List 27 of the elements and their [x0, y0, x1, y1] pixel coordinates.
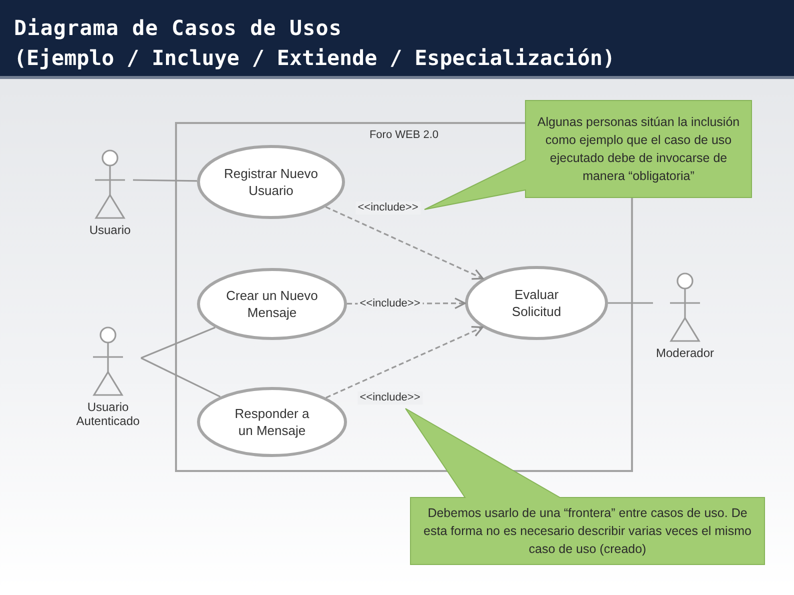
edge-label: <<include>> [358, 297, 422, 310]
association-line [140, 326, 216, 359]
use-case-ellipse [197, 268, 347, 340]
use-case-name: Evaluar Solicitud [510, 286, 562, 320]
use-case-ellipse [197, 145, 345, 219]
association-line [608, 302, 653, 304]
association-line [132, 179, 198, 182]
actor-name: Moderador [656, 346, 714, 360]
include-arrow [325, 206, 484, 280]
system-name: Foro WEB 2.0 [369, 129, 439, 142]
callout-note [405, 408, 765, 565]
association-line [140, 357, 221, 398]
slide-subtitle: (Ejemplo / Incluye / Extiende / Especialización) [14, 45, 615, 71]
callout-note [424, 100, 752, 210]
note-text: Debemos usarlo de una “frontera” entre casos de uso. De esta forma no es necesario describir varias veces el mismo caso de uso (creado) [422, 505, 752, 558]
slide-title: Diagrama de Casos de Usos [14, 15, 342, 41]
edge-label: <<include>> [358, 392, 422, 404]
use-case-ellipse [197, 387, 347, 457]
include-arrow [326, 326, 484, 398]
edge-label: <<include>> [356, 202, 420, 214]
use-case-name: Crear un Nuevo Mensaje [226, 287, 318, 321]
actor-name: Usuario Autenticado [75, 400, 141, 428]
note-text: Algunas personas sitúan la inclusión como ejemplo que el caso de uso ejecutado debe de invocarse de manera “obligatoria” [536, 114, 741, 185]
actor-name: Usuario [89, 223, 131, 237]
use-case-name: Registrar Nuevo Usuario [223, 165, 319, 199]
use-case-name: Responder a un Mensaje [234, 405, 310, 439]
use-case-ellipse [465, 266, 608, 340]
